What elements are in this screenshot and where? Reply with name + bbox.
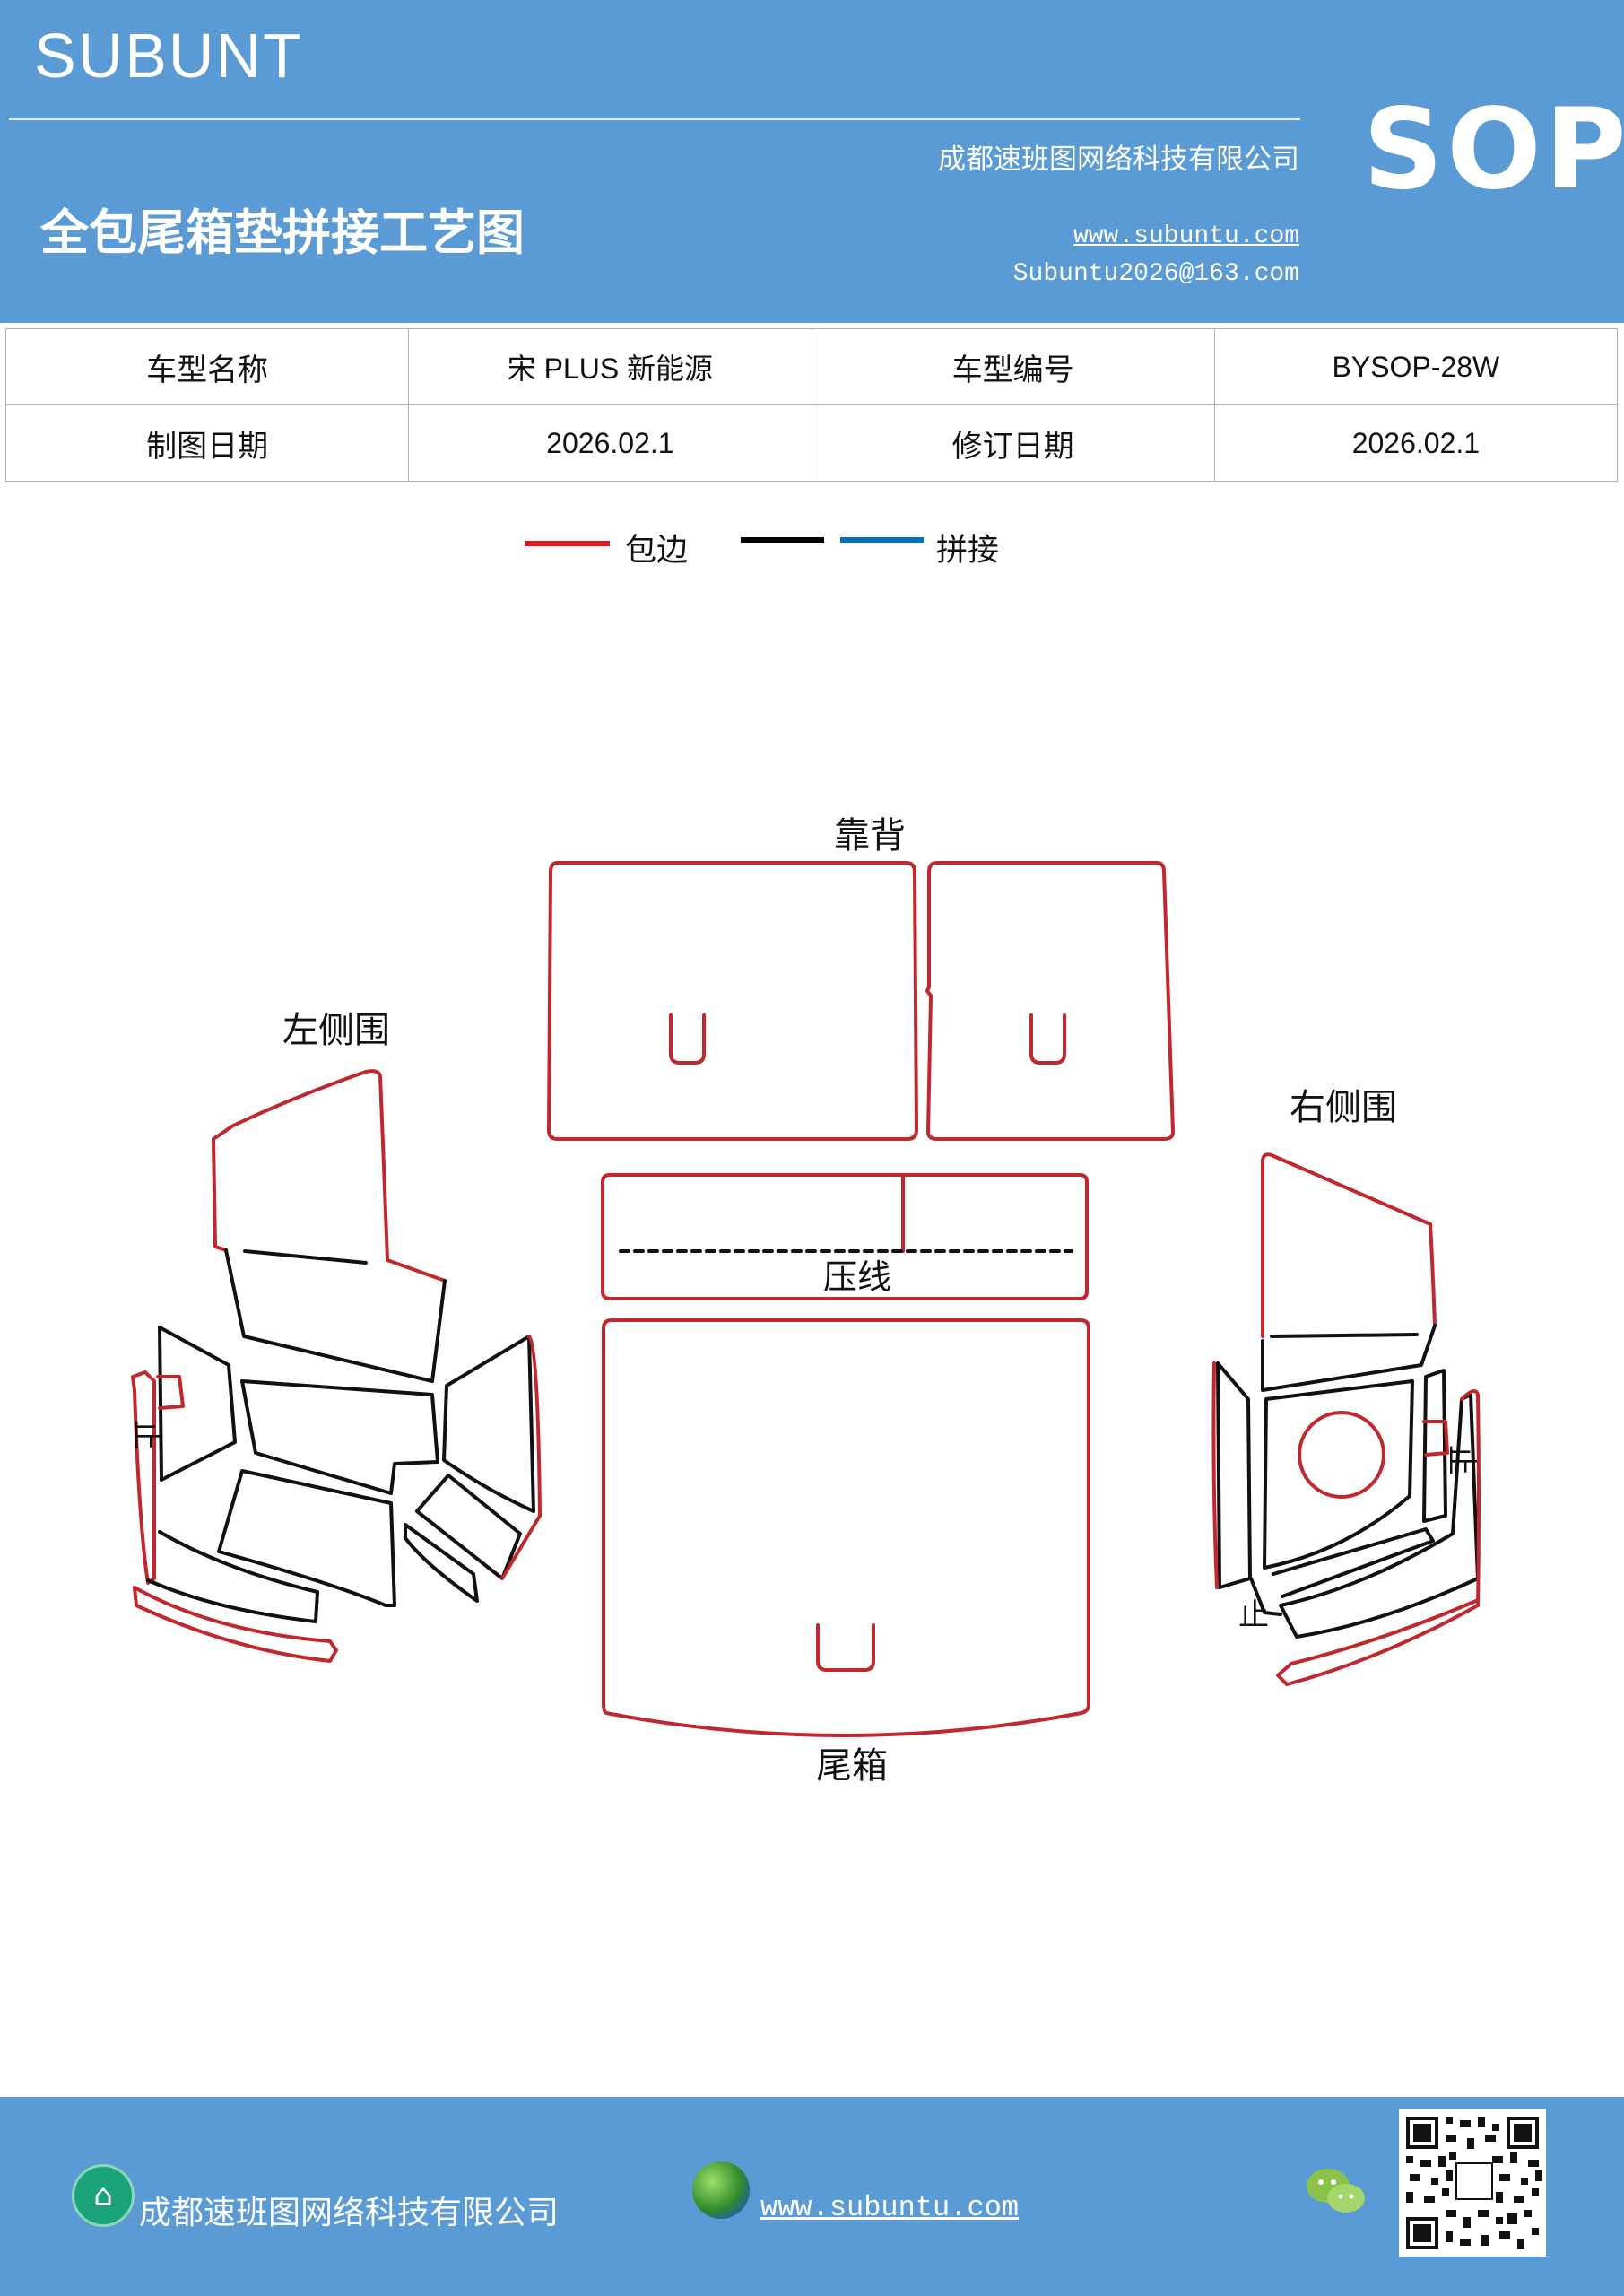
right-side-left-piece	[1216, 1361, 1252, 1589]
right-side-left-edge	[1211, 1361, 1219, 1589]
right-side-bottom-edge	[1276, 1599, 1480, 1686]
label-trunk: 尾箱	[816, 1745, 888, 1787]
left-side-right-piece	[442, 1335, 535, 1513]
left-side-small-piece-b	[404, 1523, 479, 1603]
label-stop-right-bottom: 止	[1238, 1597, 1269, 1633]
label-stop-right-top: 止	[1443, 1445, 1479, 1475]
backrest-left-panel	[547, 861, 918, 1141]
building-icon: ⌂	[72, 2164, 135, 2227]
left-side-center-piece	[240, 1379, 439, 1495]
right-side-upper-seam	[1261, 1324, 1437, 1392]
right-side-narrow-strip	[1422, 1369, 1447, 1523]
legend-label-edge: 包边	[625, 533, 689, 569]
sop-badge: SOP	[1363, 85, 1624, 214]
left-side-left-piece	[158, 1326, 237, 1482]
left-side-outer-edge	[131, 1370, 156, 1585]
legend-line-black	[741, 537, 824, 543]
left-side-tab	[156, 1375, 185, 1410]
table-cell: 2026.02.1	[408, 404, 812, 482]
backrest-right-notch	[1029, 1013, 1066, 1065]
right-side-bottom-piece	[1279, 1393, 1480, 1639]
middle-strip-panel	[601, 1173, 1089, 1300]
table-cell: 2026.02.1	[1213, 404, 1619, 482]
footer-website-link[interactable]: www.subuntu.com	[760, 2191, 1020, 2224]
trunk-floor-panel	[602, 1318, 1090, 1737]
header-banner: SUBUNT SOP 成都速班图网络科技有限公司 全包尾箱垫拼接工艺图 www.…	[0, 0, 1624, 323]
right-side-tab	[1422, 1420, 1449, 1457]
left-side-top-seam	[224, 1248, 447, 1383]
label-press-line: 压线	[823, 1257, 891, 1297]
trunk-floor-notch	[816, 1623, 875, 1672]
legend: 包边 拼接	[0, 525, 1624, 570]
header-email[interactable]: Subuntu2026@163.com	[1012, 260, 1299, 288]
legend-line-edge	[525, 541, 610, 546]
legend-line-splice	[840, 537, 924, 543]
left-side-small-piece-a	[415, 1474, 522, 1580]
footer-banner: ⌂ 成都速班图网络科技有限公司 www.subuntu.com	[0, 2097, 1624, 2296]
table-row: 车型名称 宋 PLUS 新能源 车型编号 BYSOP-28W	[4, 328, 1619, 405]
left-side-top-edge	[212, 1069, 447, 1283]
left-side-lower-piece	[217, 1469, 396, 1607]
table-cell: 车型编号	[811, 328, 1215, 405]
right-side-top-line	[1270, 1333, 1419, 1338]
right-side-main-piece	[1263, 1379, 1414, 1570]
right-side-corner-line	[1249, 1577, 1282, 1616]
left-side-bottom-edge	[133, 1586, 338, 1663]
right-side-lower-strip	[1272, 1527, 1435, 1598]
right-side-outer-edge	[1460, 1389, 1481, 1607]
right-side-top-edge	[1261, 1152, 1437, 1338]
table-cell: BYSOP-28W	[1213, 328, 1619, 405]
table-row: 制图日期 2026.02.1 修订日期 2026.02.1	[4, 404, 1619, 482]
table-cell: 制图日期	[4, 404, 410, 482]
label-stop-left: 止	[128, 1420, 164, 1450]
label-left-side: 左侧围	[282, 1010, 390, 1051]
header-divider	[9, 118, 1300, 120]
wechat-icon[interactable]	[1305, 2164, 1368, 2218]
right-side-circle-cutout	[1298, 1411, 1385, 1499]
backrest-left-notch	[669, 1013, 706, 1065]
qr-code-icon[interactable]	[1399, 2109, 1546, 2257]
label-backrest: 靠背	[834, 815, 906, 857]
vehicle-info-table: 车型名称 宋 PLUS 新能源 车型编号 BYSOP-28W 制图日期 2026…	[4, 328, 1619, 482]
left-side-top-line	[243, 1249, 368, 1265]
backrest-right-panel	[925, 861, 1175, 1141]
legend-label-splice: 拼接	[936, 533, 1000, 569]
header-company: 成都速班图网络科技有限公司	[938, 144, 1299, 176]
footer-company: 成都速班图网络科技有限公司	[139, 2195, 560, 2231]
table-cell: 宋 PLUS 新能源	[408, 328, 812, 405]
left-side-bottom-piece	[146, 1530, 319, 1623]
label-right-side: 右侧围	[1290, 1087, 1397, 1128]
header-website-link[interactable]: www.subuntu.com	[1073, 222, 1299, 250]
brand-name: SUBUNT	[34, 21, 303, 91]
globe-icon	[692, 2161, 750, 2219]
page-title: 全包尾箱垫拼接工艺图	[40, 204, 525, 261]
left-side-right-edge	[500, 1335, 542, 1580]
table-cell: 车型名称	[4, 328, 410, 405]
table-cell: 修订日期	[811, 404, 1215, 482]
